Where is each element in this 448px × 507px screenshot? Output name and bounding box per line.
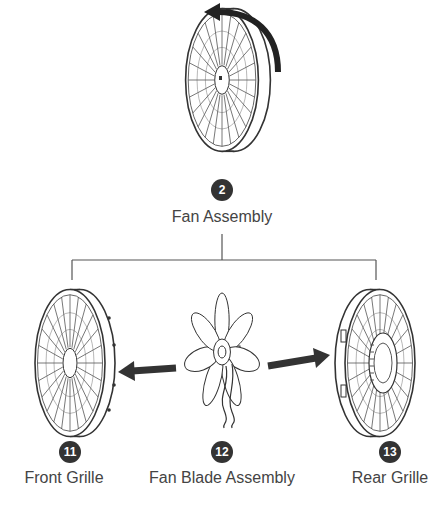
explode-arrows: [118, 348, 330, 381]
front-grille-drawing: [35, 290, 116, 437]
callout-number: 11: [59, 441, 81, 463]
fan-blade-drawing: [183, 293, 261, 428]
part-name: Fan Assembly: [172, 208, 272, 226]
part-name: Fan Blade Assembly: [149, 469, 295, 487]
callout-number: 2: [211, 179, 233, 201]
callout-number: 12: [211, 441, 233, 463]
callout-number: 13: [379, 441, 401, 463]
part-name: Rear Grille: [352, 469, 428, 487]
fan-assembly-drawing: [186, 3, 278, 151]
part-name: Front Grille: [24, 469, 103, 487]
group-bracket: [72, 234, 376, 280]
rear-grille-drawing: [335, 290, 415, 437]
